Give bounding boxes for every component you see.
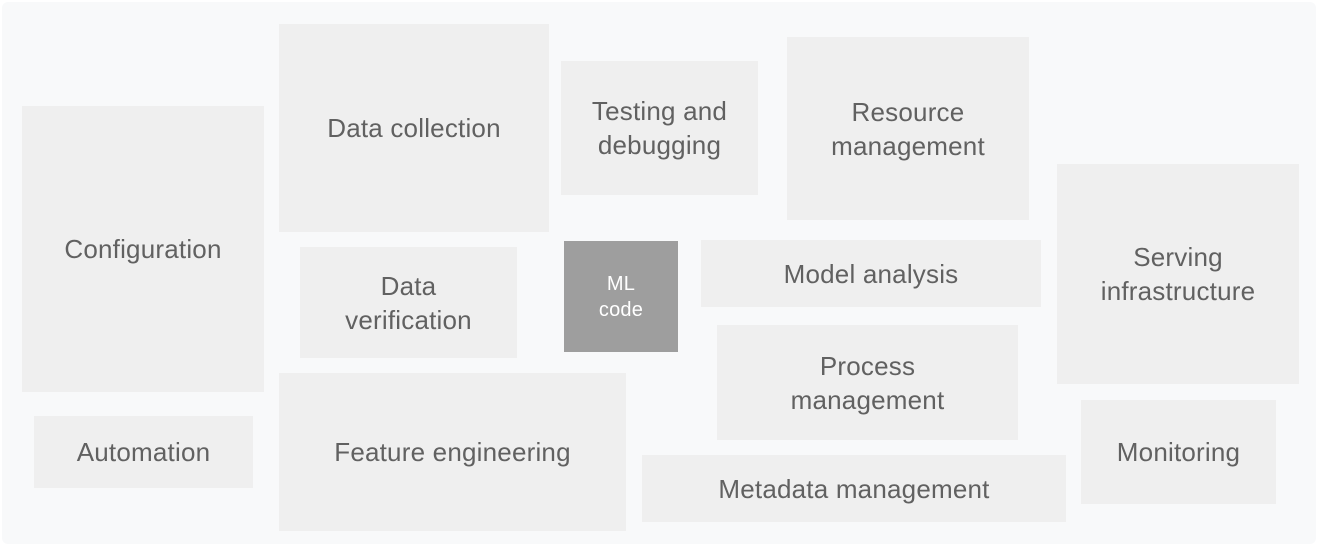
data-verification-label-line1: Data — [380, 270, 437, 301]
automation-label: Automation — [76, 437, 211, 467]
process-label-line2: management — [790, 384, 945, 415]
process-label-line1: Process — [819, 350, 916, 381]
testing-label-line2: debugging — [597, 130, 722, 160]
monitoring-box: Monitoring — [1081, 400, 1276, 504]
testing-and-debugging-box: Testing and debugging — [561, 61, 758, 195]
model-analysis-label: Model analysis — [783, 258, 959, 289]
serving-label-line2: infrastructure — [1100, 276, 1256, 306]
feature-engineering-label: Feature engineering — [334, 437, 571, 467]
ml-code-label-line2: code — [598, 298, 644, 321]
data-collection-label: Data collection — [327, 113, 501, 143]
model-analysis-box: Model analysis — [701, 240, 1041, 307]
resource-label-line1: Resource — [851, 96, 965, 127]
data-verification-label-line2: verification — [345, 304, 472, 335]
resource-management-box: Resource management — [787, 37, 1029, 220]
data-verification-box: Data verification — [300, 247, 517, 358]
serving-infrastructure-box: Serving infrastructure — [1057, 164, 1299, 384]
metadata-management-label: Metadata management — [718, 473, 990, 504]
process-management-box: Process management — [717, 325, 1018, 440]
testing-label-line1: Testing and — [591, 96, 728, 126]
ml-code-label-line1: ML — [606, 272, 636, 295]
resource-label-line2: management — [831, 130, 985, 161]
ml-code-box: ML code — [564, 241, 678, 352]
monitoring-label: Monitoring — [1116, 437, 1241, 467]
serving-label-line1: Serving — [1133, 242, 1223, 272]
feature-engineering-box: Feature engineering — [279, 373, 626, 531]
automation-box: Automation — [34, 416, 253, 488]
metadata-management-box: Metadata management — [642, 455, 1066, 522]
data-collection-box: Data collection — [279, 24, 549, 232]
configuration-box: Configuration — [22, 106, 264, 392]
configuration-label: Configuration — [64, 234, 222, 264]
